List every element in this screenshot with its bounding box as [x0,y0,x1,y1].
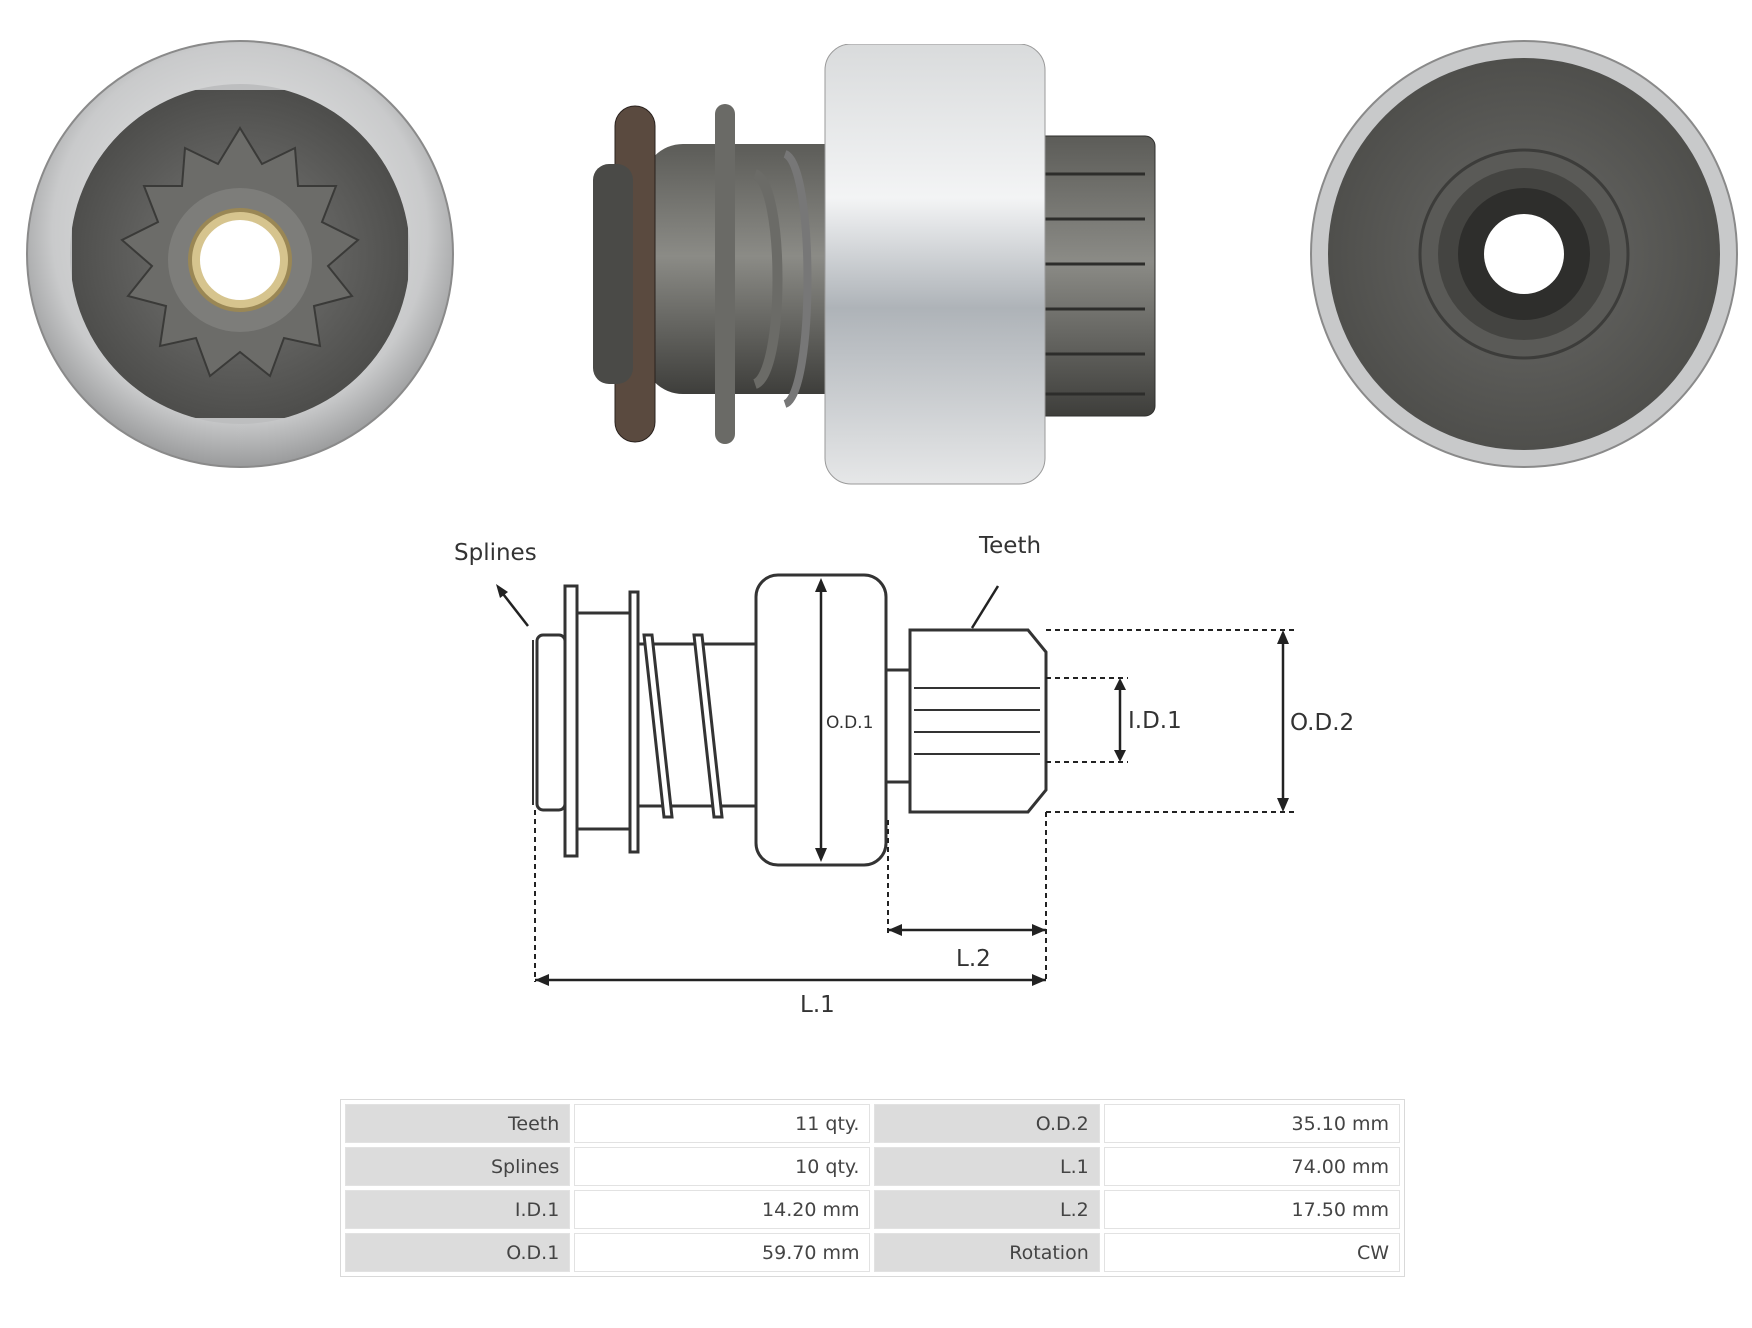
rear-view-photo [1310,40,1738,468]
spec-value: CW [1103,1233,1400,1272]
teeth-label: Teeth [978,533,1041,559]
spec-key: I.D.1 [345,1190,571,1229]
id1-label: I.D.1 [1128,708,1182,734]
table-row: O.D.1 59.70 mm Rotation CW [345,1233,1400,1272]
spec-key: O.D.2 [874,1104,1100,1143]
spec-value: 17.50 mm [1103,1190,1400,1229]
spec-value: 74.00 mm [1103,1147,1400,1186]
spec-key: L.2 [874,1190,1100,1229]
dimension-diagram: Splines Teeth O.D.1 I.D.1 O.D.2 L.2 L.1 [454,533,1354,1018]
spec-key: Teeth [345,1104,571,1143]
spec-table: Teeth 11 qty. O.D.2 35.10 mm Splines 10 … [340,1099,1405,1277]
spec-key: O.D.1 [345,1233,571,1272]
front-view-photo [26,40,454,468]
table-row: Teeth 11 qty. O.D.2 35.10 mm [345,1104,1400,1143]
spec-value: 59.70 mm [574,1233,871,1272]
spec-key: Rotation [874,1233,1100,1272]
table-row: Splines 10 qty. L.1 74.00 mm [345,1147,1400,1186]
od2-label: O.D.2 [1290,710,1354,736]
spec-key: Splines [345,1147,571,1186]
table-row: I.D.1 14.20 mm L.2 17.50 mm [345,1190,1400,1229]
spec-value: 11 qty. [574,1104,871,1143]
spec-value: 10 qty. [574,1147,871,1186]
side-view-photo [593,44,1156,485]
spec-key: L.1 [874,1147,1100,1186]
od1-label: O.D.1 [826,713,873,733]
spec-value: 35.10 mm [1103,1104,1400,1143]
l1-label: L.1 [800,992,835,1018]
l2-label: L.2 [956,946,991,972]
spec-value: 14.20 mm [574,1190,871,1229]
pinion-gear [120,126,360,378]
splines-label: Splines [454,540,537,566]
